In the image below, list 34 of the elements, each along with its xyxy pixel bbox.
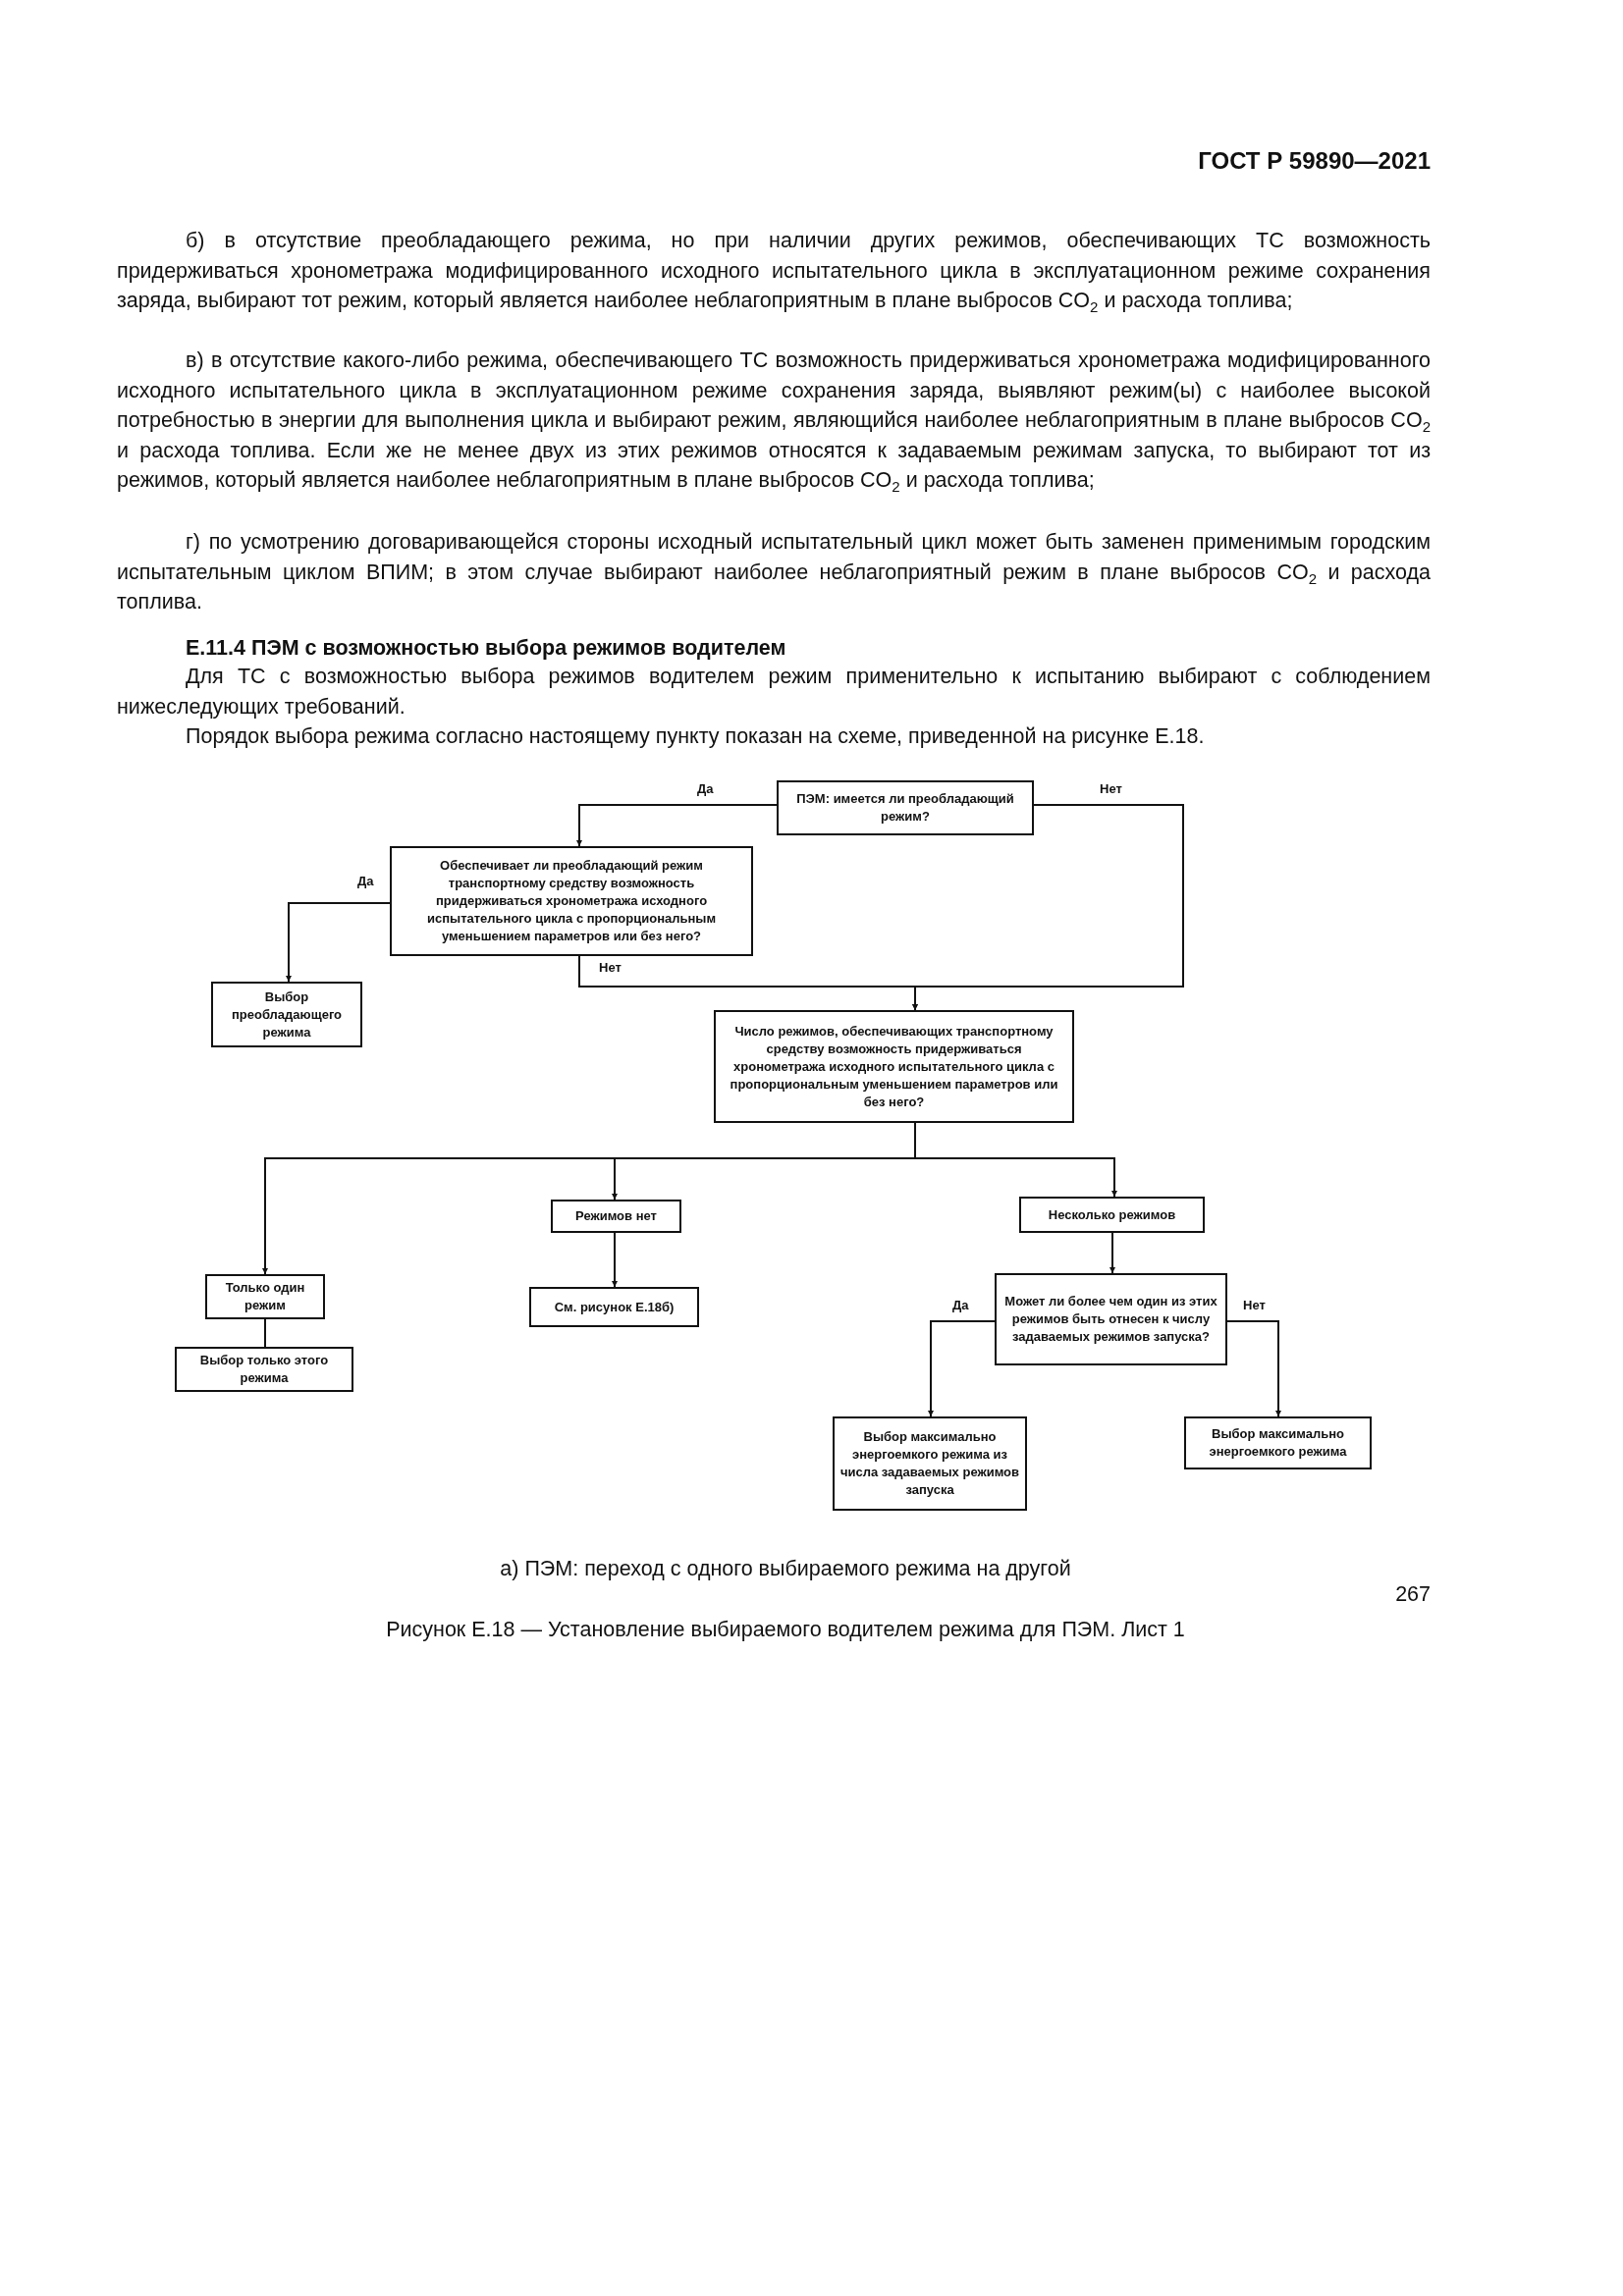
arrow xyxy=(1109,1232,1115,1274)
process-box: Несколько режимов xyxy=(1019,1197,1205,1233)
process-box: Выбор максимально энергоемкого режима xyxy=(1184,1416,1372,1469)
arrow xyxy=(612,1232,618,1288)
figure-caption: Рисунок Е.18 — Установление выбираемого водителем режима для ПЭМ. Лист 1 xyxy=(385,1617,1186,1643)
edge-label: Да xyxy=(695,781,716,797)
process-box: Выбор преобладающего режима xyxy=(211,982,362,1047)
decision-box: Обеспечивает ли преобладающий режим транспортному средству возможность придерживаться хронометража исходного испытательного цикла с пропорциональным уменьшением параметров или без него? xyxy=(390,846,753,956)
paragraph: б) в отсутствие преобладающего режима, но при наличии других режимов, обеспечивающих ТС возможность придерживаться хронометража модифицированного исходного испытательного цикла в эксплуатационном режиме сохранения заряда, выбирают тот режим, который является наиболее неблагоприятным в плане выбросов CO$_{2}$ и расхода топлива; xyxy=(117,228,1431,316)
decision-box: Может ли более чем один из этих режимов быть отнесен к числу задаваемых режимов запуска? xyxy=(995,1273,1227,1365)
document-number: ГОСТ Р 59890—2021 xyxy=(1197,147,1431,175)
edge-label: Да xyxy=(950,1298,971,1313)
page-number: 267 xyxy=(1394,1582,1431,1607)
arrow xyxy=(576,804,778,847)
process-box: Только один режим xyxy=(205,1274,325,1319)
process-box: См. рисунок Е.18б) xyxy=(529,1287,699,1327)
paragraph: Для ТС с возможностью выбора режимов водителем режим применительно к испытанию выбирают с соблюдением нижеследующих требований. xyxy=(117,664,1431,721)
edge-label: Да xyxy=(355,874,376,889)
decision-box: ПЭМ: имеется ли преобладающий режим? xyxy=(777,780,1034,835)
paragraph: в) в отсутствие какого-либо режима, обеспечивающего ТС возможность придерживаться хронометража модифицированного исходного испытательного цикла в эксплуатационном режиме сохранения заряда, выявляют режим(ы) с наиболее высокой потребностью в энергии для выполнения цикла и выбирают режим, являющийся наиболее неблагоприятным в плане выбросов CO$_{2}$ и расхода топлива. Если же не менее двух из этих режимов относятся к задаваемым режимам запуска, то выбирают тот из режимов, который является наиболее неблагоприятным в плане выбросов CO$_{2}$ и расхода топлива; xyxy=(117,347,1431,496)
paragraph: Порядок выбора режима согласно настоящему пункту показан на схеме, приведенной на рисунке Е.18. xyxy=(185,723,1206,750)
section-heading: Е.11.4 ПЭМ с возможностью выбора режимов водителем xyxy=(186,635,787,662)
arrow xyxy=(1226,1320,1281,1417)
process-box: Выбор только этого режима xyxy=(175,1347,353,1392)
figure-subcaption: а) ПЭМ: переход с одного выбираемого режима на другой xyxy=(499,1556,1072,1582)
arrow xyxy=(286,902,391,983)
process-box: Выбор максимально энергоемкого режима из числа задаваемых режимов запуска xyxy=(833,1416,1027,1511)
arrow xyxy=(928,1320,996,1417)
decision-box: Число режимов, обеспечивающих транспортному средству возможность придерживаться хронометража исходного испытательного цикла с пропорциональным уменьшением параметров или без него? xyxy=(714,1010,1074,1123)
arrow xyxy=(578,955,918,1011)
connector-line xyxy=(264,1318,266,1348)
process-box: Режимов нет xyxy=(551,1200,681,1233)
paragraph: г) по усмотрению договаривающейся стороны исходный испытательный цикл может быть заменен применимым городским испытательным циклом ВПИМ; в этом случае выбирают наиболее неблагоприятный режим в плане выбросов CO$_{2}$ и расхода топлива. xyxy=(117,529,1431,616)
arrow xyxy=(914,1122,1117,1198)
